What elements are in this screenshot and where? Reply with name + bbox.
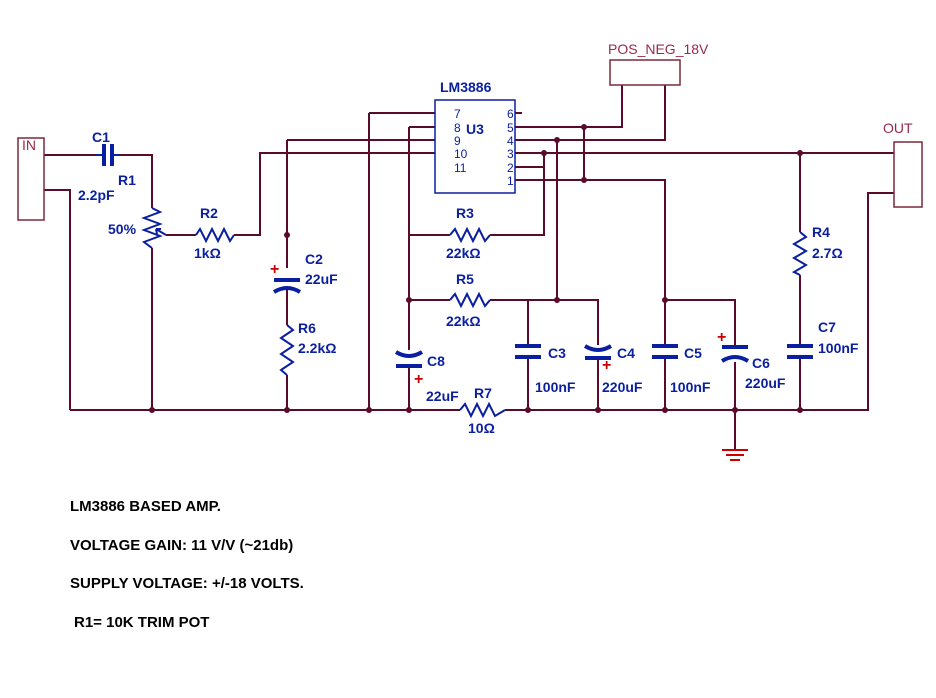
r3-ref: R3 — [456, 205, 474, 221]
c8-polarity-mark: + — [414, 371, 423, 388]
c7-value: 100nF — [818, 340, 859, 356]
r2-value: 1kΩ — [194, 245, 221, 261]
c3-value: 100nF — [535, 379, 576, 395]
r2-ref: R2 — [200, 205, 218, 221]
ic-name: LM3886 — [440, 79, 492, 95]
c6-ref: C6 — [752, 355, 770, 371]
connector-out-label: OUT — [883, 120, 913, 136]
r3-value: 22kΩ — [446, 245, 481, 261]
r1-ref: R1 — [118, 172, 136, 188]
c7-ref: C7 — [818, 319, 836, 335]
c5-ref: C5 — [684, 345, 702, 361]
note-title: LM3886 BASED AMP. — [70, 498, 221, 515]
ic-pin-5: 5 — [507, 121, 514, 135]
capacitor-c5: C5 100nF — [652, 344, 711, 395]
connector-supply: POS_NEG_18V — [608, 41, 709, 86]
c4-polarity-mark: + — [602, 357, 611, 374]
c8-value: 22uF — [426, 388, 459, 404]
capacitor-c2: + C2 22uF — [270, 251, 338, 294]
ic-pin-11: 11 — [454, 161, 467, 175]
resistor-r7: R7 10Ω — [459, 385, 506, 436]
ic-pin-1: 1 — [507, 174, 514, 188]
note-voltage-gain: VOLTAGE GAIN: 11 V/V (~21db) — [70, 537, 294, 554]
c5-value: 100nF — [670, 379, 711, 395]
potentiometer-r1: R1 50% — [108, 172, 167, 249]
r1-value: 50% — [108, 221, 137, 237]
wires — [44, 85, 894, 450]
c4-ref: C4 — [617, 345, 635, 361]
connector-in: IN — [17, 137, 45, 221]
c2-value: 22uF — [305, 271, 338, 287]
connector-supply-label: POS_NEG_18V — [608, 41, 709, 57]
r7-ref: R7 — [474, 385, 492, 401]
c8-ref: C8 — [427, 353, 445, 369]
ground-symbol — [722, 449, 748, 461]
ic-pin-10: 10 — [454, 147, 468, 161]
r4-value: 2.7Ω — [812, 245, 843, 261]
r5-value: 22kΩ — [446, 313, 481, 329]
ic-ref: U3 — [466, 121, 484, 137]
c1-value: 2.2pF — [78, 187, 115, 203]
r7-value: 10Ω — [468, 420, 495, 436]
ic-pin-9: 9 — [454, 134, 461, 148]
resistor-r6: R6 2.2kΩ — [279, 320, 336, 376]
c4-value: 220uF — [602, 379, 643, 395]
note-supply-voltage: SUPPLY VOLTAGE: +/-18 VOLTS. — [70, 575, 304, 592]
c6-polarity-mark: + — [717, 329, 726, 346]
ic-pin-4: 4 — [507, 134, 514, 148]
ic-pin-2: 2 — [507, 161, 514, 175]
resistor-r3: R3 22kΩ — [446, 205, 491, 261]
c2-polarity-mark: + — [270, 261, 279, 278]
resistor-r2: R2 1kΩ — [194, 205, 235, 261]
ic-pin-8: 8 — [454, 121, 461, 135]
r5-ref: R5 — [456, 271, 474, 287]
ic-lm3886: LM3886 U3 7 8 9 10 11 6 5 4 3 2 1 — [434, 79, 516, 194]
r6-value: 2.2kΩ — [298, 340, 336, 356]
ic-pin-7: 7 — [454, 107, 461, 121]
connector-out: OUT — [883, 120, 923, 208]
c3-ref: C3 — [548, 345, 566, 361]
c1-ref: C1 — [92, 129, 110, 145]
capacitor-c8: + C8 22uF — [394, 350, 459, 404]
r6-ref: R6 — [298, 320, 316, 336]
note-trim-pot: R1= 10K TRIM POT — [74, 614, 210, 631]
junction-dots — [149, 124, 803, 413]
capacitor-c7: C7 100nF — [787, 319, 859, 359]
capacitor-c4: + C4 220uF — [583, 344, 643, 395]
resistor-r5: R5 22kΩ — [446, 271, 491, 329]
capacitor-c6: + C6 220uF — [717, 329, 786, 391]
capacitor-c1: C1 2.2pF — [78, 129, 120, 203]
resistor-r4: R4 2.7Ω — [791, 224, 843, 276]
connector-in-label: IN — [22, 137, 36, 153]
c2-ref: C2 — [305, 251, 323, 267]
capacitor-c3: C3 100nF — [515, 344, 576, 395]
ic-pin-6: 6 — [507, 107, 514, 121]
r4-ref: R4 — [812, 224, 830, 240]
c6-value: 220uF — [745, 375, 786, 391]
ic-pin-3: 3 — [507, 147, 514, 161]
